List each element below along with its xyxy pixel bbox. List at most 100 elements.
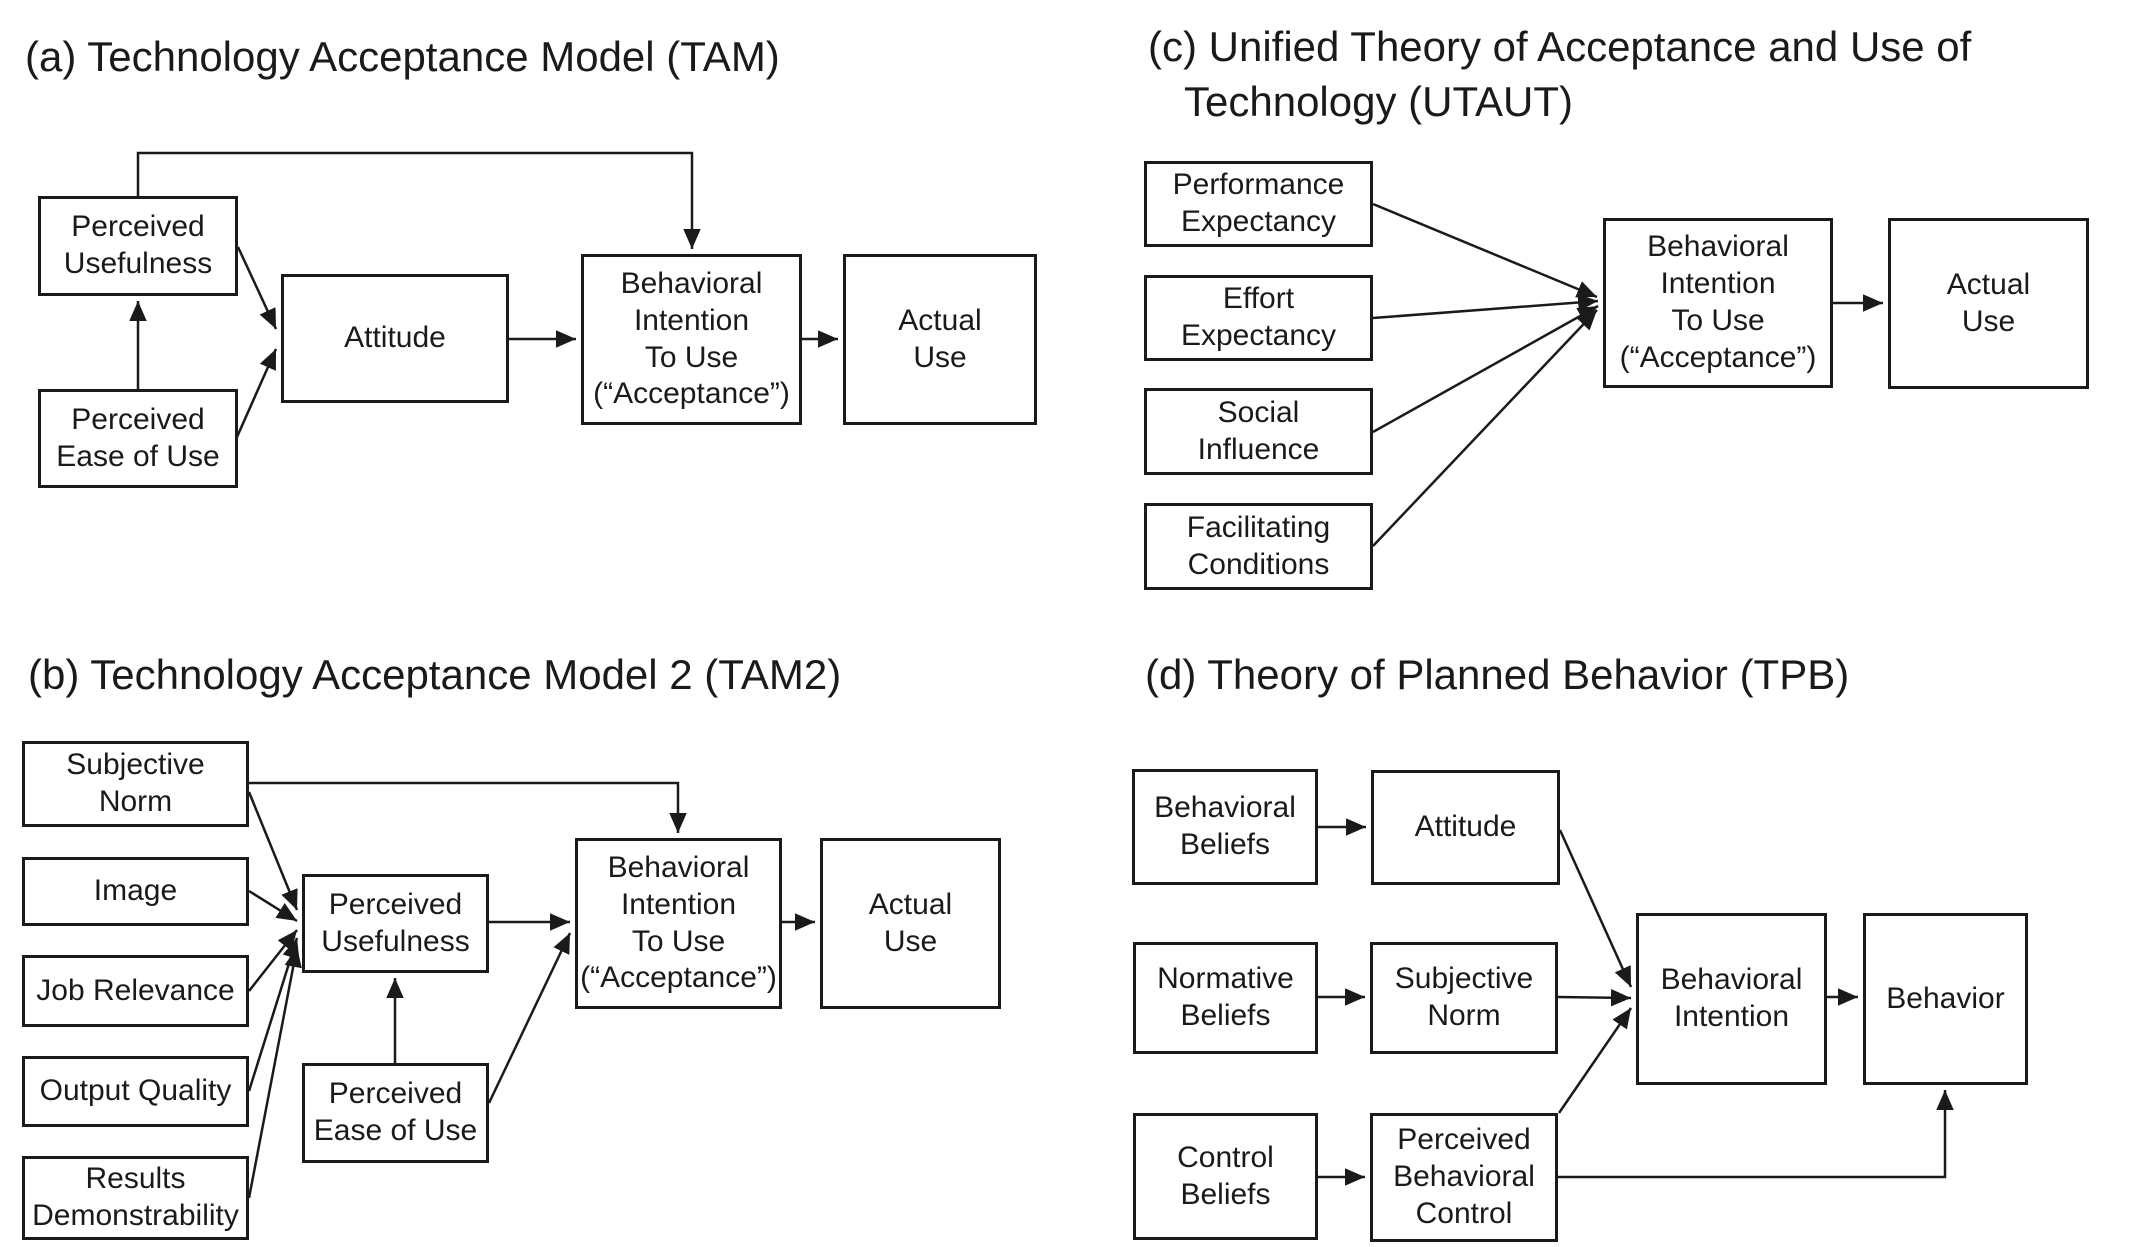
edge-tam2-results-demonstrability-to-perceived-usefulness [247, 946, 302, 1199]
panel-utaut-title-line: Technology (UTAUT) [1184, 77, 1573, 125]
edge-tam-perceived-usefulness-to-attitude [236, 246, 278, 330]
edge-tam2-job-relevance-to-perceived-usefulness [248, 929, 298, 992]
node-label-line: Perceived [1397, 1123, 1531, 1157]
node-label-line: Behavioral [1393, 1160, 1535, 1194]
node-label-line: Intention [1673, 1000, 1790, 1033]
edge-tpb-perceived-behavioral-control-to-behavior [1558, 1090, 1954, 1179]
panel-tam-title-line: (a) Technology Acceptance Model (TAM) [25, 33, 780, 80]
node-label-line: Control [1415, 1196, 1513, 1230]
node-label-line: Demonstrability [32, 1199, 239, 1232]
edge-tam2-output-quality-to-perceived-usefulness [247, 937, 300, 1092]
node-label-line: (“Acceptance”) [1619, 340, 1817, 374]
node-label-line: Behavioral [1647, 230, 1789, 264]
node-label-line: Usefulness [63, 247, 213, 280]
node-label-line: Actual [1946, 267, 2031, 301]
node-label-line: Output Quality [39, 1074, 232, 1108]
panel-utaut-title: (c) Unified Theory of Acceptance and Use… [1148, 20, 1971, 129]
node-label-line: Use [883, 924, 938, 958]
node-label-line: Beliefs [1180, 1177, 1271, 1211]
node-tpb-behavior: Behavior [1863, 913, 2028, 1085]
edge-tam-perceived-ease-of-use-to-attitude [235, 348, 278, 438]
panel-utaut-title-line: (c) Unified Theory of Acceptance and Use… [1148, 23, 1972, 70]
node-label-line: Actual [868, 887, 953, 921]
edge-tam2-subjective-norm-to-behavioral-intention [249, 781, 687, 833]
node-label-line: Social [1217, 395, 1300, 429]
node-label-line: Usefulness [321, 924, 470, 958]
edge-utaut-performance-expectancy-to-behavioral-intention [1372, 202, 1598, 299]
node-label-line: Influence [1197, 432, 1320, 466]
node-label-line: Subjective [1394, 962, 1534, 996]
node-label-line: Behavior [1886, 981, 2005, 1015]
node-label-line: Perceived [328, 1077, 463, 1111]
node-label-line: Subjective [66, 748, 205, 782]
edge-utaut-facilitating-conditions-to-behavioral-intention [1372, 309, 1598, 547]
node-tam-attitude: Attitude [281, 274, 509, 403]
node-label-line: Behavioral [1660, 963, 1803, 997]
node-label-line: Perceived [328, 887, 463, 921]
node-label-line: Attitude [1414, 810, 1517, 844]
node-label-line: Facilitating [1186, 510, 1331, 544]
node-label-line: Behavioral [1154, 791, 1296, 825]
node-label-line: Norm [98, 785, 173, 818]
node-label-line: Image [93, 874, 178, 908]
node-label-line: (“Acceptance”) [593, 377, 790, 411]
node-label-line: Expectancy [1180, 319, 1337, 352]
node-label-line: To Use [1671, 304, 1765, 337]
edge-tpb-attitude-to-behavioral-intention [1558, 829, 1633, 988]
panel-tpb-title-line: (d) Theory of Planned Behavior (TPB) [1145, 651, 1850, 698]
node-label-line: (“Acceptance”) [580, 961, 777, 995]
node-label-line: To Use [631, 924, 726, 958]
node-label-line: Use [913, 340, 967, 374]
node-label-line: Conditions [1187, 547, 1330, 581]
edge-tam2-perceived-ease-of-use-to-behavioral-intention [487, 932, 572, 1104]
node-label-line: Beliefs [1180, 999, 1271, 1032]
node-tam2-job-relevance: Job Relevance [22, 955, 249, 1027]
node-label-line: Actual [898, 303, 982, 337]
edge-tam2-image-to-perceived-usefulness [248, 889, 298, 923]
node-label-line: Results [85, 1162, 186, 1196]
node-tpb-attitude: Attitude [1371, 770, 1560, 885]
edge-tam2-subjective-norm-to-perceived-usefulness [247, 791, 299, 911]
panel-tam2-title-line: (b) Technology Acceptance Model 2 (TAM2) [28, 651, 842, 698]
node-label-line: Ease of Use [313, 1114, 478, 1147]
panel-tam-title: (a) Technology Acceptance Model (TAM) [25, 30, 780, 85]
node-label-line: Normative [1157, 962, 1294, 996]
node-label-line: Behavioral [607, 850, 750, 884]
node-label-line: Job Relevance [36, 973, 235, 1007]
node-tam2-image: Image [22, 857, 249, 926]
edge-utaut-effort-expectancy-to-behavioral-intention [1372, 293, 1599, 320]
node-label-line: Norm [1427, 999, 1501, 1032]
node-label-line: Beliefs [1179, 828, 1271, 861]
node-label-line: Use [1961, 304, 2016, 338]
node-label-line: Performance [1172, 168, 1345, 202]
node-label-line: Expectancy [1180, 205, 1337, 238]
panel-tam2-title: (b) Technology Acceptance Model 2 (TAM2) [28, 648, 841, 703]
edge-tpb-subjective-norm-to-behavioral-intention [1557, 988, 1632, 1007]
panel-tpb-title: (d) Theory of Planned Behavior (TPB) [1145, 648, 1849, 703]
node-label-line: Control [1177, 1140, 1274, 1174]
node-label-line: Intention [1660, 267, 1776, 301]
edge-utaut-social-influence-to-behavioral-intention [1372, 304, 1599, 434]
node-label-line: Perceived [71, 402, 205, 436]
